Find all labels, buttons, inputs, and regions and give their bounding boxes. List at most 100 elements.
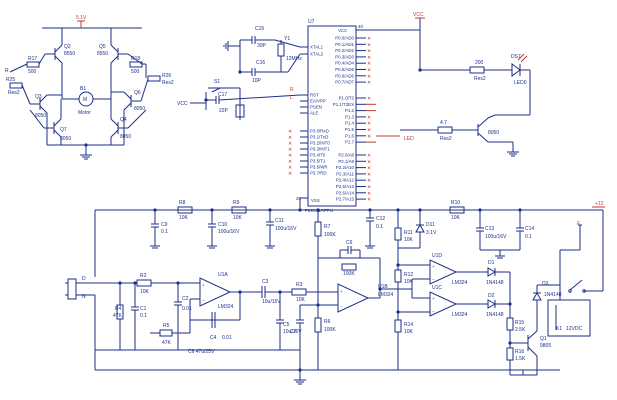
r12-value: 10K [404, 279, 414, 285]
mcu-right-pin-label: P2.7/A15 [336, 197, 355, 202]
led0-value: LED0 [514, 80, 527, 86]
mcu-left-pin-label: P3.5/T1 [310, 159, 326, 164]
opamp-u1b: U1B LM324 + − [337, 283, 394, 313]
capacitor-c5: C5 10u/16V [276, 292, 302, 350]
svg-text:C4: C4 [210, 335, 217, 341]
led-vcc-label: VCC [413, 12, 424, 18]
mcu-pin-40: 40 [358, 24, 363, 29]
r200-label: 200 [475, 60, 484, 66]
opamp-u1c: U1C LM324 + − [429, 285, 468, 318]
svg-text:C14: C14 [525, 226, 534, 232]
mcu-right-pin-label: P0.6/AD6 [335, 73, 354, 78]
mcu-left-pin-label: P3.4/T0 [310, 153, 326, 158]
mcu-left-pin-label: RST [310, 93, 319, 98]
clock-circuit: C15 30P C16 10P Y1 12MHz [223, 26, 302, 84]
r4-7-value: Res2 [440, 136, 452, 142]
c15-value: 30P [257, 43, 267, 49]
mcu-right-pin-label: P2.6/A14 [336, 190, 355, 195]
svg-text:0.1: 0.1 [376, 224, 383, 230]
mcu-left-pin-label: XTAL2 [310, 52, 324, 57]
mcu-pin-20: 20 [296, 196, 301, 201]
no-connect-marker: ✕ [367, 55, 371, 61]
resistor-r2 [136, 279, 152, 287]
led-driver: VCC 200 Res2 DS7 LED0 LED 4.7 Res2 8050 [376, 12, 531, 157]
y1-label: Y1 [284, 36, 290, 42]
r15-label: R15 [515, 320, 524, 326]
zener-d11: D11 3.1V [415, 210, 437, 248]
svg-text:Q5: Q5 [99, 44, 106, 50]
capacitor-c12: C12 0.1 [366, 210, 385, 240]
svg-text:LM324: LM324 [452, 280, 468, 286]
transistor-q7: Q7 8050 [44, 118, 71, 142]
svg-text:C1: C1 [140, 306, 147, 312]
r10-value: 10K [451, 215, 461, 221]
resistor-r25 [9, 82, 23, 89]
svg-text:LM324: LM324 [452, 312, 468, 318]
svg-text:D: D [82, 276, 86, 282]
svg-text:8050: 8050 [120, 134, 131, 140]
capacitor-c9: C9 0.1 [151, 210, 168, 240]
node-r-label: R [5, 68, 9, 74]
r11-value: 10K [404, 237, 414, 243]
svg-text:1N4148: 1N4148 [544, 292, 562, 298]
no-connect-marker: ✕ [288, 147, 292, 153]
mcu-left-pin-label: ALE [310, 111, 318, 116]
no-connect-marker: ✕ [367, 61, 371, 67]
no-connect-marker: ✕ [367, 159, 371, 165]
svg-text:+: + [202, 283, 205, 288]
resistor-r17 [26, 61, 40, 68]
transistor-q2: Q2 8550 [45, 44, 75, 64]
microcontroller-u7: U7 VCC VSS P89C51RFPN 40 20 XTAL1XTAL2RS… [288, 18, 421, 213]
c16-label: C16 [256, 60, 265, 66]
r3-value: 10K [296, 297, 306, 303]
c16-value: 10P [252, 78, 262, 84]
diode-d1: D1 1N4148 [486, 260, 504, 286]
svg-text:−: − [340, 304, 343, 309]
svg-text:Q2: Q2 [64, 44, 71, 50]
r14-label: R14 [404, 322, 413, 328]
svg-text:C5: C5 [283, 322, 290, 328]
resistor-r7 [314, 221, 322, 237]
svg-text:C3: C3 [262, 279, 269, 285]
mcu-right-pin-label: P2.0/A8 [338, 153, 354, 158]
svg-text:8550: 8550 [97, 51, 108, 57]
svg-text:1N4148: 1N4148 [486, 280, 504, 286]
mcu-right-pin-label: P0.4/AD4 [335, 61, 354, 66]
transistor-q1: Q1 9805 [510, 330, 551, 357]
c15-label: C15 [255, 26, 264, 32]
no-connect-marker: ✕ [367, 68, 371, 74]
r26-value: Res2 [162, 80, 174, 86]
capacitor-c11: C11 100u/16V [266, 210, 297, 240]
mcu-right-pin-label: P2.5/A13 [336, 184, 355, 189]
svg-text:0.1: 0.1 [525, 234, 532, 240]
svg-text:8050: 8050 [60, 136, 71, 142]
opamp-u1a: U1A LM324 + − [199, 272, 234, 310]
mcu-right-pin-label: P1.1/T2EX [333, 102, 354, 107]
svg-text:0.01: 0.01 [222, 335, 232, 341]
no-connect-marker: ✕ [288, 135, 292, 141]
r2-value: 10K [140, 289, 150, 295]
r4-value: 47K [113, 313, 123, 319]
mcu-right-pin-label: P1.0/T2 [339, 96, 355, 101]
r6-label: R6 [324, 319, 331, 325]
r3-label: R3 [296, 282, 303, 288]
svg-text:U1A: U1A [218, 272, 228, 278]
resistor-r14 [394, 319, 402, 333]
svg-text:D11: D11 [426, 222, 435, 228]
svg-text:10u/16V: 10u/16V [262, 299, 281, 305]
mcu-left-pin-label: PSEN [310, 105, 322, 110]
r9-label: R9 [233, 200, 240, 206]
capacitor-c13: C13 100u/16V [476, 210, 507, 250]
mcu-right-pin-label: P0.3/AD3 [335, 54, 354, 59]
capacitor-c2: C2 0.01 [174, 283, 192, 350]
transistor-q4: Q4 8050 [110, 117, 131, 140]
opamp-u1d: U1D LM324 + − [429, 253, 468, 286]
r11-label: R11 [404, 230, 413, 236]
mcu-right-pin-label: P2.1/A9 [338, 159, 354, 164]
c47-value: C6 47u/25V [188, 349, 215, 355]
r7-value: 100K [324, 232, 336, 238]
r16-value: 1.5K [515, 356, 526, 362]
svg-text:Q7: Q7 [60, 127, 67, 133]
r17-value: 500 [28, 69, 37, 75]
